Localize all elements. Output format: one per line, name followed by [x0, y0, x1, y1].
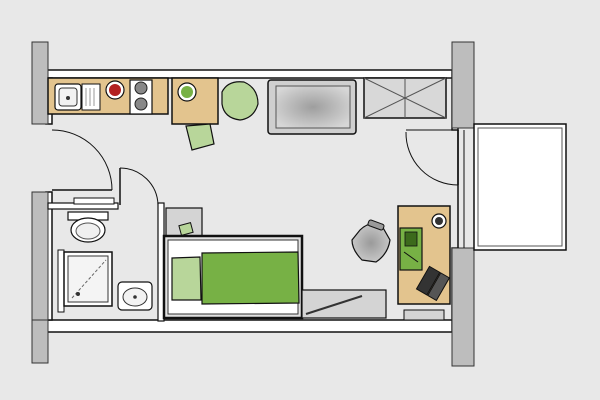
towel-rail: [73, 197, 115, 205]
pillar-bottom-left: [31, 317, 49, 364]
balcony-door-swing: [405, 131, 459, 186]
burner-icon: [134, 97, 148, 111]
pillow-icon: [171, 256, 202, 301]
duvet: [201, 251, 300, 305]
sofa-cushion: [275, 85, 351, 129]
shower-drain-icon: [76, 292, 80, 296]
pillar-top-left: [31, 41, 49, 125]
wall-bottom: [45, 319, 453, 333]
shower-screen: [71, 259, 107, 299]
pillar-left-mid: [31, 191, 49, 321]
drain-board: [81, 83, 101, 111]
bathroom-door-swing: [119, 167, 159, 206]
bathroom-wall-divider: [57, 249, 65, 313]
book-icon: [178, 222, 194, 236]
balcony-door: [405, 129, 459, 186]
pillar-bottom-right: [451, 247, 475, 367]
sideboard: [301, 289, 445, 321]
kitchen-table: [171, 77, 219, 125]
entrance-door-swing: [51, 129, 113, 191]
sideboard-body: [301, 289, 387, 319]
bed: [162, 234, 304, 320]
burner-icon: [134, 81, 148, 95]
sideboard-lid: [305, 295, 363, 315]
pillar-top-right: [451, 41, 475, 129]
balcony-slab: [473, 123, 567, 251]
bathroom: [47, 167, 165, 322]
balcony-railing: [477, 127, 563, 247]
sink-drain: [66, 96, 70, 100]
rug: [403, 309, 445, 321]
desk-area: [351, 205, 451, 305]
chair-icon: [185, 123, 215, 151]
kitchenette: [47, 77, 169, 115]
balcony: [457, 123, 567, 251]
sofa: [267, 79, 357, 135]
office-chair-icon: [351, 219, 391, 263]
wardrobe: [363, 77, 447, 119]
laptop-icon: [415, 265, 451, 302]
chair-icon: [221, 81, 259, 121]
kitchen-table-group: [171, 77, 259, 151]
wall-top: [45, 69, 453, 79]
pillars: [31, 41, 475, 367]
side-table: [165, 207, 203, 239]
entrance-door: [51, 129, 113, 191]
